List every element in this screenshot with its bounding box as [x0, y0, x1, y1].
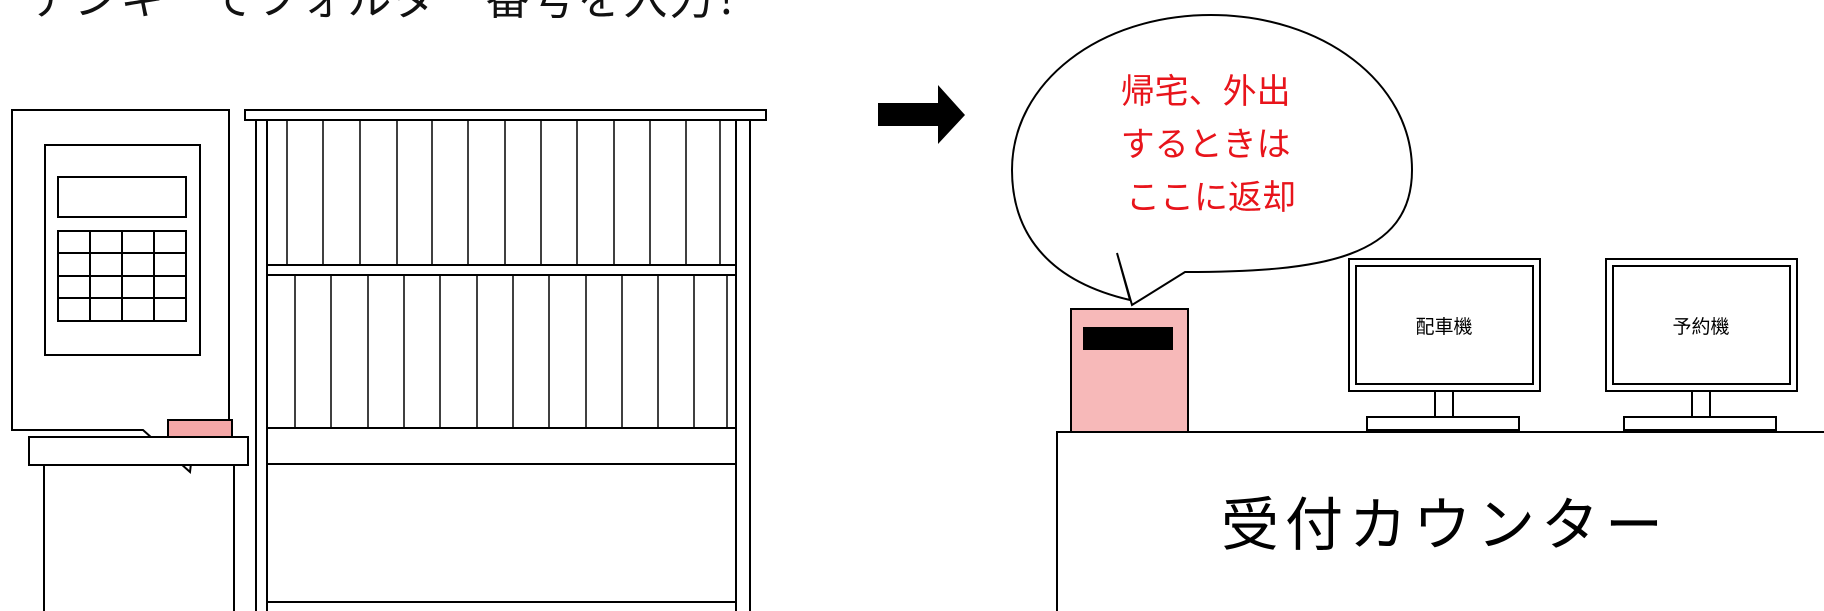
monitor-label: 配車機 [1415, 316, 1472, 338]
instruction-caption: テンキーでフォルダー番号を入力！ [28, 0, 761, 22]
keypad-callout [11, 109, 230, 475]
keycard [167, 419, 233, 438]
monitor-stand [1691, 390, 1711, 418]
monitor-stand [1434, 390, 1454, 418]
keypad-grid [57, 230, 187, 322]
bubble-line-3: ここに返却 [1126, 178, 1296, 218]
right-arrow-icon [878, 85, 965, 144]
monitor-base [1366, 416, 1520, 431]
monitor-label: 予約機 [1672, 316, 1729, 338]
folder-shelf [244, 109, 767, 611]
counter-label: 受付カウンター [1221, 491, 1669, 559]
keypad-desk [28, 419, 249, 611]
monitor-base [1623, 416, 1777, 431]
speech-bubble-shape [1010, 13, 1414, 307]
bubble-line-2: するときは [1121, 125, 1291, 165]
keypad-display [57, 176, 187, 218]
shelf-top [244, 109, 767, 121]
return-speech-bubble: 帰宅、外出 するときは ここに返却 [1010, 13, 1414, 307]
return-box [1070, 308, 1189, 433]
shelf-board-2 [266, 427, 737, 465]
bubble-line-1: 帰宅、外出 [1121, 72, 1291, 112]
desk-top [28, 436, 249, 466]
monitor-screen [1355, 265, 1534, 385]
folders-row-1 [286, 120, 721, 265]
reservation-monitor: 予約機 [1605, 258, 1798, 431]
bubble-message: 帰宅、外出 するときは ここに返却 [1121, 72, 1302, 218]
folders-row-2 [294, 275, 728, 428]
desk-body [43, 465, 235, 611]
reception-counter: 受付カウンター [1056, 431, 1824, 611]
return-slot [1083, 327, 1173, 350]
monitor-screen [1612, 265, 1791, 385]
shelf-board-1 [266, 264, 737, 276]
dispatch-monitor: 配車機 [1348, 258, 1541, 431]
